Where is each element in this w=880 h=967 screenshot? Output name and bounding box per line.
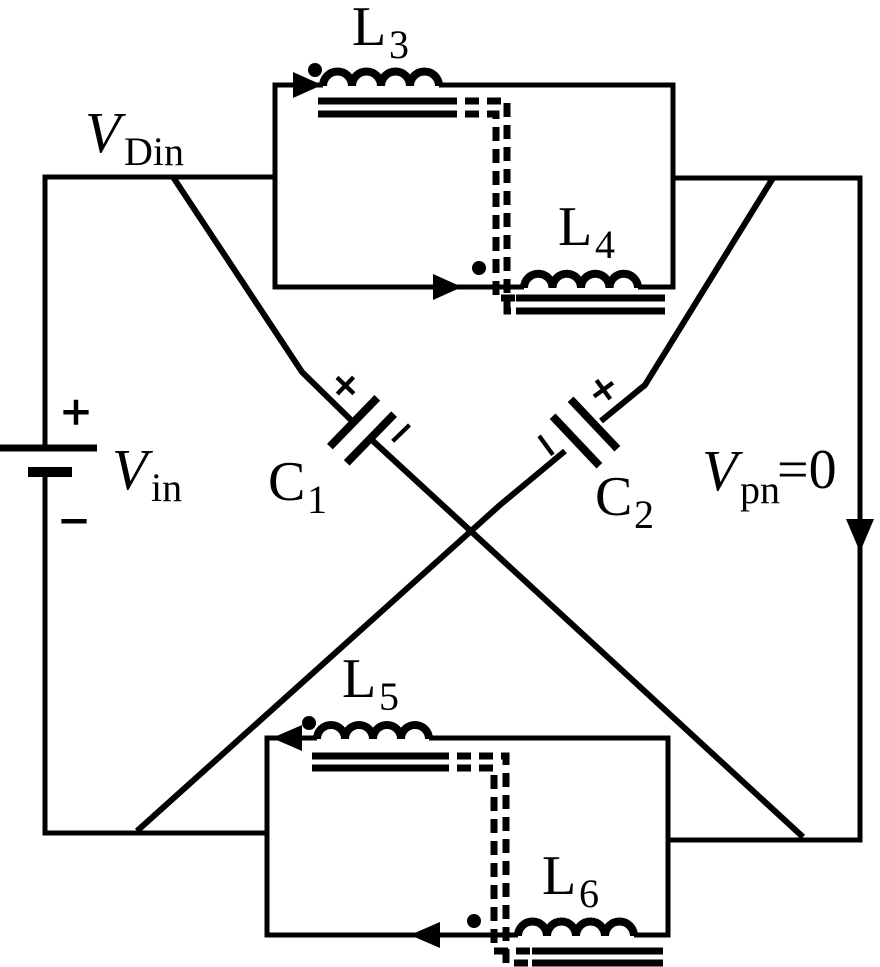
inductor-l4-coil	[520, 269, 642, 289]
polarity-dot-l5	[302, 716, 316, 730]
coupling-dashed-outer-bottom	[435, 752, 532, 967]
label-c1: C	[268, 451, 305, 513]
wire-top-right-right-and-bottom-right	[668, 175, 863, 843]
label-vdin: V	[85, 100, 127, 165]
label-l6: L	[542, 845, 576, 907]
current-arrow-l3	[293, 72, 322, 98]
coupling-dashed-inner-bottom	[435, 764, 532, 955]
label-vin: V	[112, 437, 154, 502]
current-arrow-right-wire	[846, 519, 874, 552]
battery-plus-mark: +	[62, 384, 90, 440]
polarity-dot-l6	[467, 914, 481, 928]
label-vpn-sub: pn	[740, 467, 780, 512]
label-c2-sub: 2	[634, 492, 654, 537]
current-arrow-l4	[433, 274, 462, 300]
label-l5-sub: 5	[379, 674, 399, 719]
current-arrow-l5	[272, 725, 302, 751]
current-arrow-l6	[410, 922, 440, 948]
diagonal-c2-upper	[599, 176, 776, 424]
label-vin-sub: in	[151, 465, 182, 510]
c1-plus-mark: +	[319, 358, 373, 413]
wire-box2-right	[429, 735, 671, 938]
wire-box1-right	[439, 82, 676, 290]
label-vdin-sub: Din	[124, 129, 184, 174]
diagonal-c1-lower	[370, 438, 806, 840]
capacitor-c1-plate-top	[327, 395, 381, 450]
label-l3: L	[352, 0, 386, 58]
label-l4-sub: 4	[595, 222, 615, 267]
capacitor-c2-plate-top	[567, 396, 621, 452]
diagonal-c1-upper	[170, 175, 354, 423]
coupling-dashed-outer-top	[443, 97, 517, 315]
label-l3-sub: 3	[389, 22, 409, 67]
wire-left-lower-and-bottom-left	[42, 472, 267, 836]
diagonal-c2-lower	[134, 448, 567, 834]
label-c2: C	[595, 466, 632, 528]
inductor-l3-coil	[319, 67, 443, 87]
capacitor-c1-plate-bottom	[343, 411, 397, 466]
polarity-dot-l3	[308, 63, 322, 77]
capacitor-c2-plate-bottom	[549, 413, 603, 469]
coupling-dashed-inner-top	[443, 110, 517, 302]
label-l4: L	[558, 196, 592, 258]
label-l6-sub: 6	[579, 871, 599, 916]
polarity-dot-l4	[472, 261, 486, 275]
label-vpn-suffix: =0	[777, 439, 837, 501]
label-l5: L	[342, 648, 376, 710]
inductor-l5-coil	[313, 721, 433, 740]
wire-left-upper-and-top-left	[42, 174, 275, 448]
battery-minus-mark: −	[60, 493, 88, 549]
inductor-l6-coil	[514, 917, 638, 937]
label-vpn: V	[702, 438, 744, 503]
label-c1-sub: 1	[307, 477, 327, 522]
